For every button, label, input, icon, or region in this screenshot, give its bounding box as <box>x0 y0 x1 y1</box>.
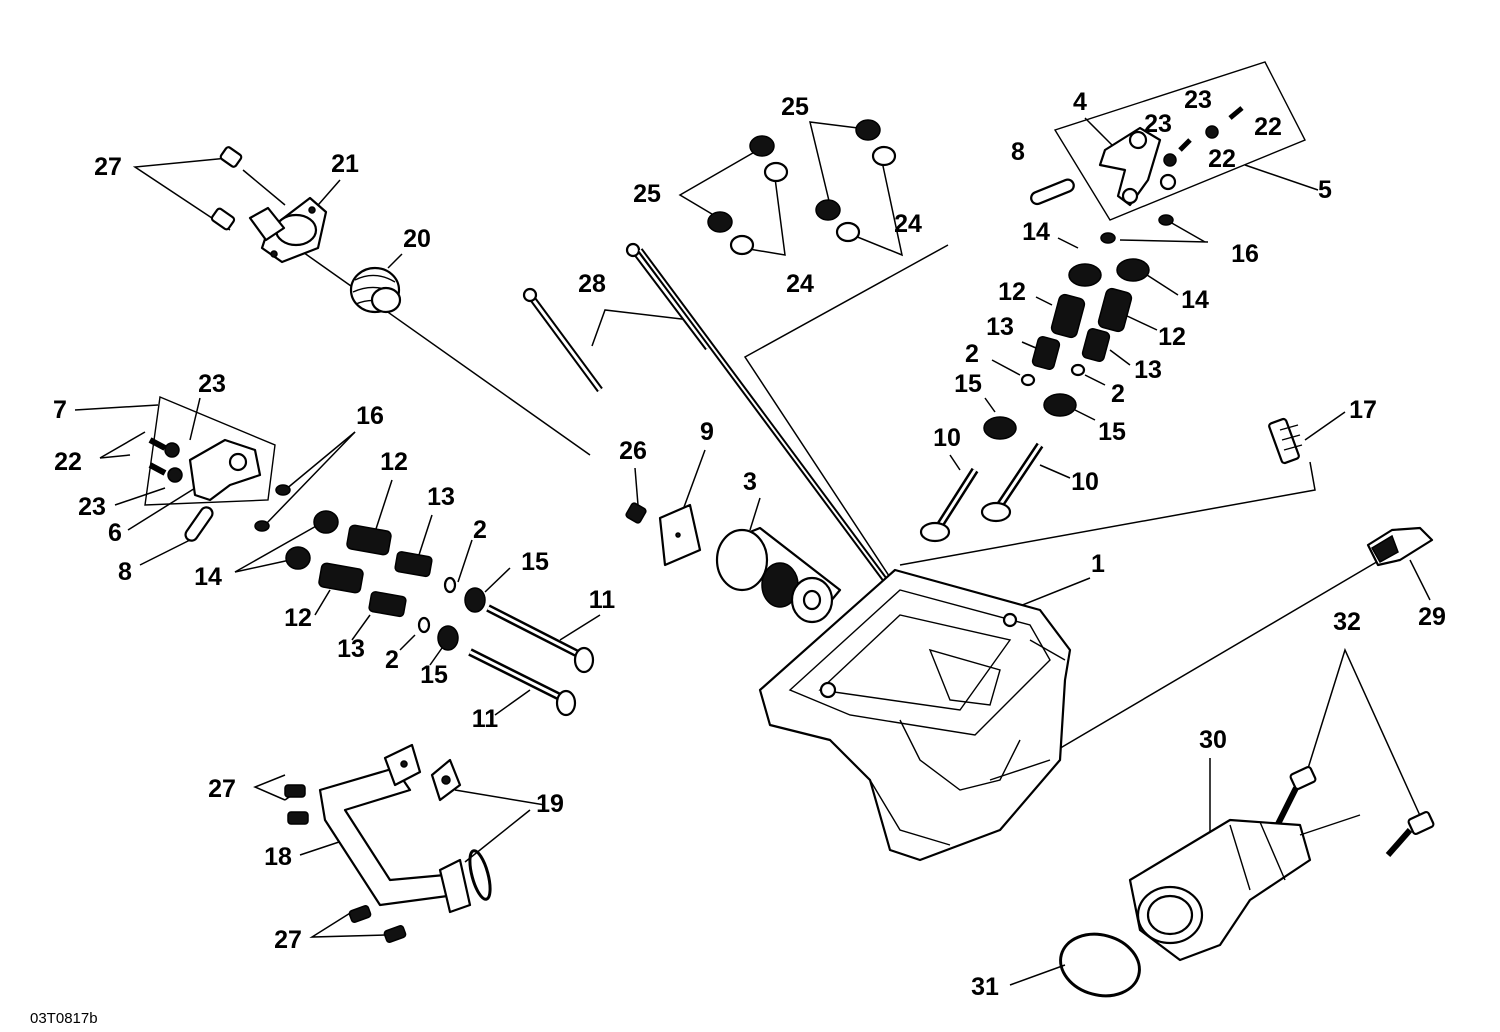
callout-c21: 21 <box>331 150 359 178</box>
callout-c8a: 8 <box>1011 138 1025 166</box>
callout-c16b: 16 <box>356 402 384 430</box>
callout-c2d: 2 <box>385 646 399 674</box>
valve-10-set <box>919 442 1044 543</box>
callout-c24b: 24 <box>894 210 922 238</box>
callout-c32: 32 <box>1333 608 1361 636</box>
sensor-29 <box>1366 526 1434 567</box>
callout-c10a: 10 <box>933 424 961 452</box>
callout-c27c: 27 <box>274 926 302 954</box>
callout-c13a: 13 <box>986 313 1014 341</box>
callout-c14b: 14 <box>1181 286 1209 314</box>
callout-c7: 7 <box>53 396 67 424</box>
thermostat-housing-21 <box>248 196 328 264</box>
bolt-27-lower <box>284 784 407 943</box>
callout-c23d: 23 <box>78 493 106 521</box>
callout-c4: 4 <box>1073 88 1087 116</box>
leader-lines <box>74 61 1431 986</box>
callout-c2c: 2 <box>473 516 487 544</box>
stud-long <box>637 248 903 602</box>
pin-8-left <box>184 506 214 542</box>
callout-c10b: 10 <box>1071 468 1099 496</box>
callout-c15c: 15 <box>521 548 549 576</box>
callout-c27a: 27 <box>94 153 122 181</box>
callout-c3: 3 <box>743 468 757 496</box>
callout-c13b: 13 <box>1134 356 1162 384</box>
callout-c11b: 11 <box>472 705 499 733</box>
callout-c19: 19 <box>536 790 564 818</box>
valve-11-set <box>468 604 595 717</box>
intake-adaptor-30 <box>1128 814 1361 962</box>
callout-c8b: 8 <box>118 558 132 586</box>
thermostat-20 <box>349 266 402 314</box>
callout-c15b: 15 <box>1098 418 1126 446</box>
cylinder-head-1 <box>758 568 1072 862</box>
callout-c2b: 2 <box>1111 380 1125 408</box>
camshaft-3 <box>715 526 842 624</box>
callout-c15d: 15 <box>420 661 448 689</box>
bolt-27-top <box>210 146 243 231</box>
bolt-26 <box>625 502 647 524</box>
callout-c1: 1 <box>1091 550 1105 578</box>
callout-c26: 26 <box>619 437 647 465</box>
valve-train-left <box>285 510 486 651</box>
callout-c23c: 23 <box>198 370 226 398</box>
callout-c15a: 15 <box>954 370 982 398</box>
callout-c13d: 13 <box>337 635 365 663</box>
sensor-17 <box>1268 417 1303 465</box>
callout-c2a: 2 <box>965 340 979 368</box>
plate-9 <box>658 503 702 567</box>
callout-c16a: 16 <box>1231 240 1259 268</box>
callout-c6: 6 <box>108 519 122 547</box>
keeper-16-left <box>254 484 291 532</box>
callout-c9: 9 <box>700 418 714 446</box>
callout-c5: 5 <box>1318 176 1332 204</box>
callout-c23a: 23 <box>1184 86 1212 114</box>
callout-c20: 20 <box>403 225 431 253</box>
stud-28 <box>522 242 711 393</box>
parts-artwork <box>148 106 1435 998</box>
callout-c12a: 12 <box>998 278 1026 306</box>
callout-c12d: 12 <box>284 604 312 632</box>
callout-c11a: 11 <box>589 586 616 614</box>
reference-code: 03T0817b <box>30 1010 98 1027</box>
callout-c29: 29 <box>1418 603 1446 631</box>
callout-c17: 17 <box>1349 396 1377 424</box>
callout-c22c: 22 <box>54 448 82 476</box>
callout-c27b: 27 <box>208 775 236 803</box>
callout-c23b: 23 <box>1144 110 1172 138</box>
rocker-arm-6 <box>148 437 262 502</box>
pin-8-right <box>1030 178 1075 206</box>
gasket-19 <box>430 758 492 901</box>
valve-train-right <box>983 214 1174 440</box>
callout-c24a: 24 <box>786 270 814 298</box>
callout-c28: 28 <box>578 270 606 298</box>
callout-c25b: 25 <box>633 180 661 208</box>
callout-c12c: 12 <box>380 448 408 476</box>
callout-c12b: 12 <box>1158 323 1186 351</box>
callout-c18: 18 <box>264 843 292 871</box>
callout-c22b: 22 <box>1208 145 1236 173</box>
callout-c31: 31 <box>971 973 999 1001</box>
o-ring-31 <box>1059 932 1141 998</box>
callout-c25a: 25 <box>781 93 809 121</box>
cap-25-set <box>707 119 897 256</box>
callout-c13c: 13 <box>427 483 455 511</box>
coolant-pipe-18 <box>318 743 472 914</box>
rocker-arm-4 <box>1098 106 1244 207</box>
callout-c14a: 14 <box>1022 218 1050 246</box>
callout-c30: 30 <box>1199 726 1227 754</box>
callout-c22a: 22 <box>1254 113 1282 141</box>
callout-c14c: 14 <box>194 563 222 591</box>
